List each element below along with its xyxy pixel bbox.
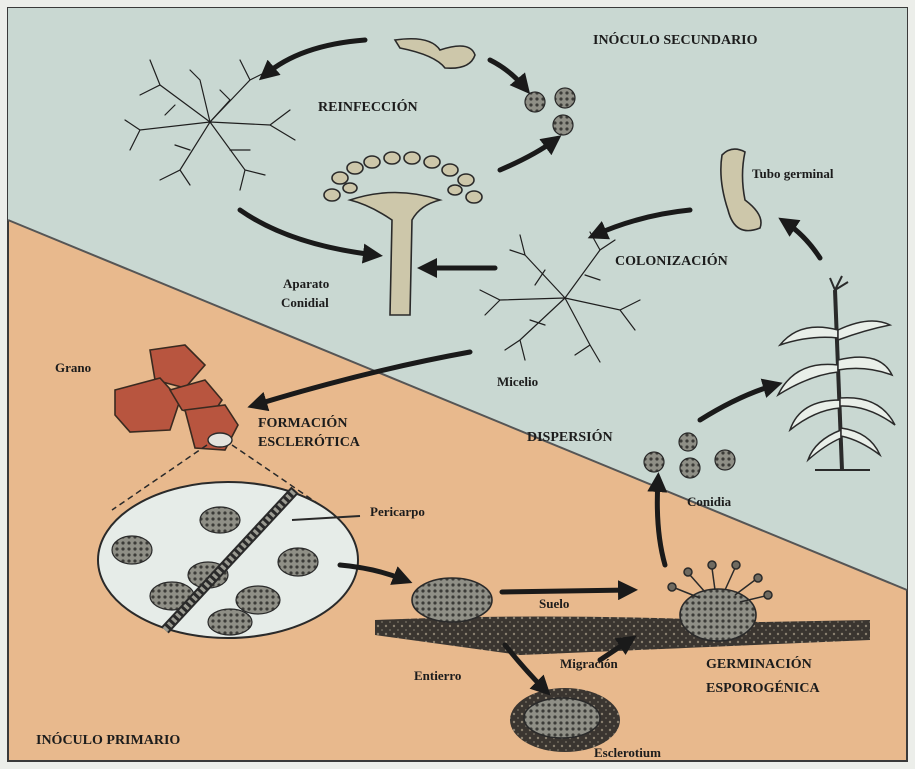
label-migracion: Migración	[560, 656, 619, 671]
label-micelio: Micelio	[497, 374, 538, 389]
sclerotium-on-soil	[412, 578, 492, 622]
label-suelo: Suelo	[539, 596, 569, 611]
label-conidia: Conidia	[687, 494, 732, 509]
sclerotium-spot	[208, 433, 232, 447]
label-esporogenica: ESPOROGÉNICA	[706, 679, 820, 696]
buried-sclerotium	[524, 698, 600, 738]
label-pericarpo: Pericarpo	[370, 504, 425, 519]
label-colonizacion: COLONIZACIÓN	[615, 252, 728, 269]
label-aparato: Aparato	[283, 276, 329, 291]
label-tubo-germinal: Tubo germinal	[752, 166, 834, 181]
label-formacion: FORMACIÓN	[258, 414, 347, 431]
label-germinacion: GERMINACIÓN	[706, 655, 812, 672]
label-inoculo-primario: INÓCULO PRIMARIO	[36, 731, 180, 748]
label-grano: Grano	[55, 360, 91, 375]
magnified-grain-section	[98, 482, 358, 638]
label-reinfeccion: REINFECCIÓN	[318, 98, 418, 115]
label-dispersion: DISPERSIÓN	[527, 428, 613, 445]
label-inoculo-secundario: INÓCULO SECUNDARIO	[593, 31, 758, 48]
label-conidial: Conidial	[281, 295, 329, 310]
label-esclerotium: Esclerotium	[594, 745, 661, 760]
label-esclerotica: ESCLERÓTICA	[258, 433, 361, 450]
label-entierro: Entierro	[414, 668, 461, 683]
